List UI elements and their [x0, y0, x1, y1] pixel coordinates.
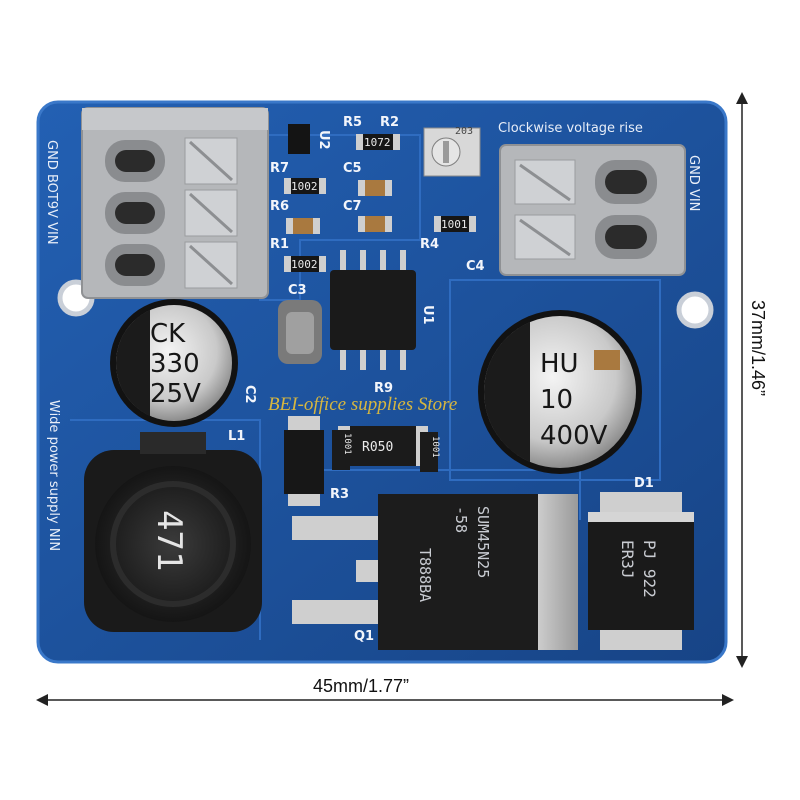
cap-large-line2: 10: [540, 385, 573, 415]
height-label: 37mm/1.46”: [748, 300, 768, 396]
ref-l1: L1: [228, 429, 245, 444]
ref-r6: R6: [270, 199, 289, 214]
mounting-hole-right: [676, 291, 714, 329]
ref-u2: U2: [316, 130, 331, 150]
ref-d1: D1: [634, 476, 654, 491]
pot-code: 203: [455, 126, 473, 137]
smd-cap-c7: [358, 216, 392, 232]
smd-transistor-u2: [288, 124, 310, 154]
ref-r3: R3: [330, 487, 349, 502]
cap-large-line1: HU: [540, 349, 579, 379]
resistor-r3a: 1001: [332, 430, 352, 470]
cap-small-line3: 25V: [150, 379, 201, 409]
smd-cap-c5: [358, 180, 392, 196]
electrolytic-capacitor-large: HU 10 400V: [478, 310, 642, 474]
silk-top-text: Clockwise voltage rise: [498, 121, 643, 136]
r7-code: 1002: [291, 180, 318, 193]
ref-c4: C4: [466, 259, 485, 274]
silk-bottom-left: Wide power supply NIN: [46, 400, 61, 551]
ref-r5: R5: [343, 115, 362, 130]
power-inductor: 471: [84, 432, 262, 632]
smd-diode-small: [284, 416, 324, 506]
trim-potentiometer: 203: [423, 126, 481, 177]
r9-code: R050: [362, 440, 393, 455]
ref-q1: Q1: [354, 629, 374, 644]
ic-u1: [330, 250, 416, 370]
silk-right-side: GND VIN: [686, 155, 701, 211]
ref-u1: U1: [420, 305, 435, 325]
diode-d1: PJ 922 ER3J: [588, 492, 694, 650]
mosfet-line1: SUM45N25: [474, 506, 492, 578]
ref-c3: C3: [288, 283, 307, 298]
cap-small-line2: 330: [150, 349, 200, 379]
r4-code: 1001: [441, 218, 468, 231]
ref-c5: C5: [343, 161, 362, 176]
diode-line1: PJ 922: [640, 540, 659, 598]
ref-r9: R9: [374, 381, 393, 396]
smd-resistor-r5: 1072: [356, 134, 400, 150]
mosfet-q1: SUM45N25 -58 T888BA: [292, 494, 578, 650]
height-dimension: 37mm/1.46”: [736, 92, 768, 668]
ref-r2: R2: [380, 115, 399, 130]
smd-cap-c4: [594, 350, 620, 370]
smd-resistor-r4: 1001: [434, 216, 476, 232]
width-dimension: 45mm/1.77”: [36, 676, 734, 706]
silk-left-side: GND BOT9V VIN: [44, 140, 59, 245]
r3a-code: 1001: [342, 433, 352, 455]
ref-c7: C7: [343, 199, 362, 214]
ref-r4: R4: [420, 237, 439, 252]
r5-code: 1072: [364, 136, 391, 149]
resistor-r3b: 1001: [420, 432, 440, 472]
electrolytic-capacitor-small: CK 330 25V: [110, 299, 238, 427]
capacitor-c3: [278, 300, 322, 364]
ref-r7: R7: [270, 161, 289, 176]
smd-resistor-r1: 1002: [284, 256, 326, 272]
smd-cap-c6: [286, 218, 320, 234]
r3b-code: 1001: [430, 436, 440, 458]
input-terminal-block: [81, 107, 269, 299]
ref-c2: C2: [242, 385, 257, 404]
cap-small-line1: CK: [150, 319, 186, 349]
store-watermark: BEI-office supplies Store: [268, 394, 457, 415]
mosfet-line2: -58: [452, 506, 470, 533]
r1-code: 1002: [291, 258, 318, 271]
cap-large-line3: 400V: [540, 421, 608, 451]
smd-resistor-r7: 1002: [284, 178, 326, 194]
ref-r1: R1: [270, 237, 289, 252]
diode-line2: ER3J: [618, 540, 637, 579]
mosfet-line3: T888BA: [416, 548, 434, 602]
width-label: 45mm/1.77”: [313, 676, 409, 696]
output-terminal-block: [499, 144, 686, 276]
inductor-code: 471: [149, 510, 189, 571]
